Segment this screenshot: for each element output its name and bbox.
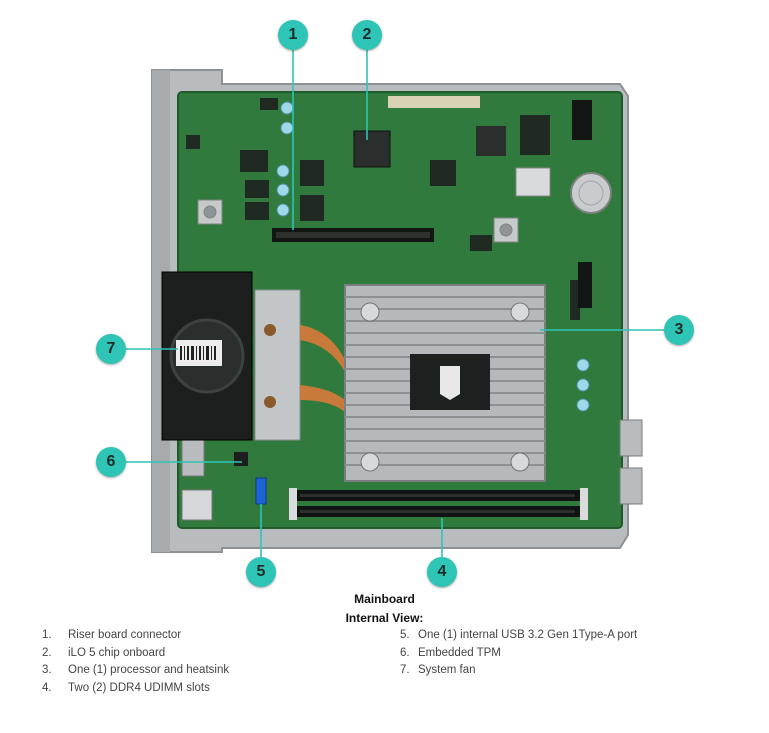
legend-item-number: 5. <box>400 629 410 641</box>
legend-item-number: 3. <box>42 664 52 676</box>
callout-1-marker: 1 <box>278 20 308 50</box>
legend-right: 5. One (1) internal USB 3.2 Gen 1Type-A p… <box>400 627 637 680</box>
callout-5-marker: 5 <box>246 557 276 587</box>
legend-item: 6. Embedded TPM <box>400 645 637 663</box>
cmos-battery <box>570 172 612 214</box>
legend-item-number: 7. <box>400 664 410 676</box>
legend-item-text: System fan <box>418 664 476 676</box>
legend-item-number: 4. <box>42 681 52 694</box>
legend-item-text: Two (2) DDR4 UDIMM slots <box>68 681 210 694</box>
legend-item: 4. Two (2) DDR4 UDIMM slots <box>42 680 229 698</box>
leader-lines <box>126 50 664 557</box>
tpm-module <box>234 452 248 466</box>
callout-4-marker: 4 <box>427 557 457 587</box>
legend-item-text: Riser board connector <box>68 629 182 641</box>
legend-item-text: One (1) processor and heatsink <box>68 664 230 676</box>
callout-2-number: 2 <box>362 26 372 43</box>
callout-6-marker: 6 <box>96 447 126 477</box>
callout-2-marker: 2 <box>352 20 382 50</box>
callout-7-number: 7 <box>106 340 116 357</box>
callout-4-number: 4 <box>437 563 447 580</box>
callout-7-marker: 7 <box>96 334 126 364</box>
legend-item-text: iLO 5 chip onboard <box>68 646 166 659</box>
callout-1-number: 1 <box>288 26 298 43</box>
legend-left: 1. Riser board connector 2. iLO 5 chip onb… <box>42 627 229 697</box>
legend-item: 5. One (1) internal USB 3.2 Gen 1Type-A p… <box>400 627 637 645</box>
ilo-chip <box>353 130 391 168</box>
callout-3-marker: 3 <box>664 315 694 345</box>
caption-subtitle: Internal View: <box>345 611 424 625</box>
mainboard-illustration <box>126 50 664 557</box>
legend-item: 1. Riser board connector <box>42 627 229 645</box>
callout-3-number: 3 <box>674 321 684 338</box>
legend-item: 2. iLO 5 chip onboard <box>42 645 229 663</box>
legend-item-number: 1. <box>42 629 52 641</box>
internal-usb-port <box>255 477 267 505</box>
legend-item-number: 6. <box>400 646 410 659</box>
legend-item-text: Embedded TPM <box>418 646 501 659</box>
legend-item: 3. One (1) processor and heatsink <box>42 662 229 680</box>
legend-item-number: 2. <box>42 646 52 659</box>
legend-item-text: One (1) internal USB 3.2 Gen 1Type-A por… <box>418 629 638 641</box>
callout-5-number: 5 <box>256 563 266 580</box>
legend-item: 7. System fan <box>400 662 637 680</box>
caption-title: Mainboard <box>354 592 415 606</box>
callout-6-number: 6 <box>106 453 116 470</box>
